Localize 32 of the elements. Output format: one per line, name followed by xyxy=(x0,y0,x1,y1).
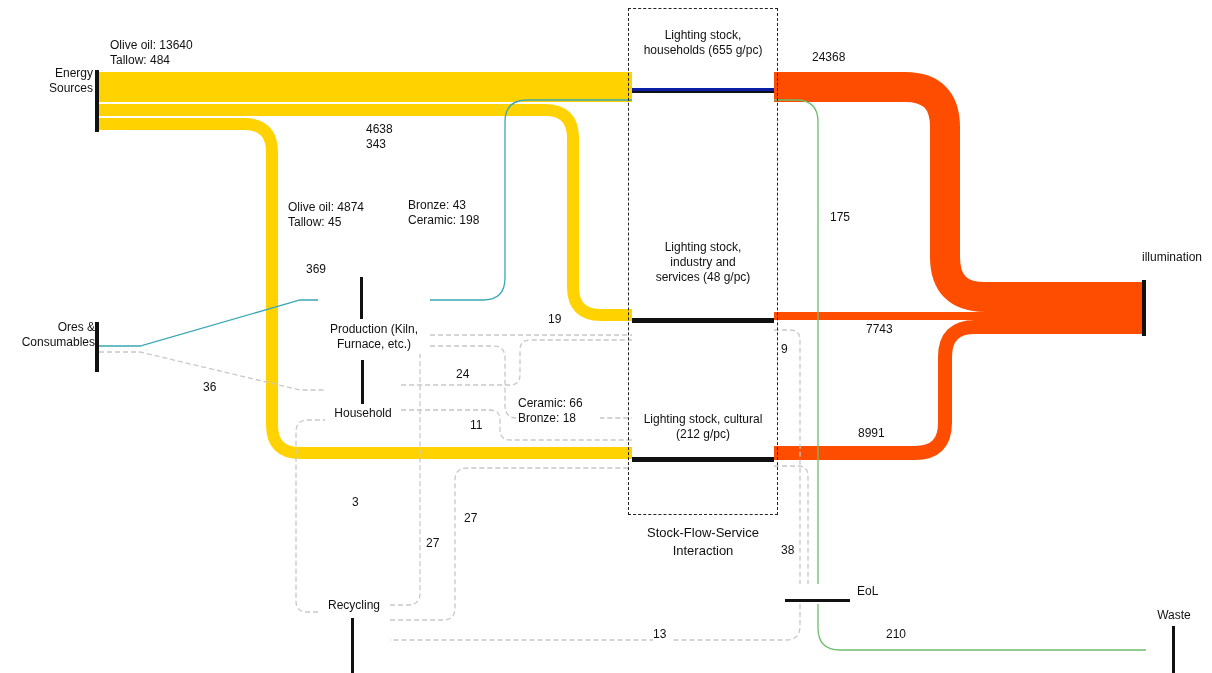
flow-line xyxy=(429,99,633,301)
node-label: Lighting stock, cultural (212 g/pc) xyxy=(642,412,764,442)
flow-band xyxy=(774,320,1142,460)
flow-line xyxy=(817,603,1147,651)
flow-line xyxy=(773,99,819,585)
flow-line xyxy=(389,353,421,606)
flow-band xyxy=(99,104,632,321)
node-label: EoL xyxy=(857,584,880,599)
node-label: Recycling xyxy=(327,598,381,613)
flow-line xyxy=(400,339,633,386)
node-label: Energy Sources xyxy=(47,66,93,96)
flow-band xyxy=(774,72,1142,312)
flow-line xyxy=(429,334,633,336)
flow-line xyxy=(389,467,633,621)
flow-line xyxy=(400,409,633,441)
boundary-heading: Stock-Flow-Service Interaction xyxy=(646,524,760,560)
node-label: Production (Kiln, Furnace, etc.) xyxy=(328,322,419,352)
node-label: Lighting stock, households (655 g/pc) xyxy=(642,28,764,58)
node-label: Household xyxy=(333,406,393,421)
flow-band xyxy=(99,72,632,102)
edge-label: 13 xyxy=(653,627,671,642)
flow-line xyxy=(773,329,801,585)
node-label: Waste xyxy=(1156,608,1192,623)
flow-line xyxy=(773,465,809,585)
flow-line xyxy=(98,299,319,347)
flow-band xyxy=(99,118,632,459)
flow-line xyxy=(389,603,801,641)
node-label: illumination xyxy=(1142,250,1204,265)
flow-line xyxy=(98,351,326,391)
flow-line xyxy=(295,419,326,613)
node-label: Lighting stock, industry and services (48 g/pc) xyxy=(654,240,752,285)
node-label: Ores & Consumables xyxy=(20,320,95,350)
